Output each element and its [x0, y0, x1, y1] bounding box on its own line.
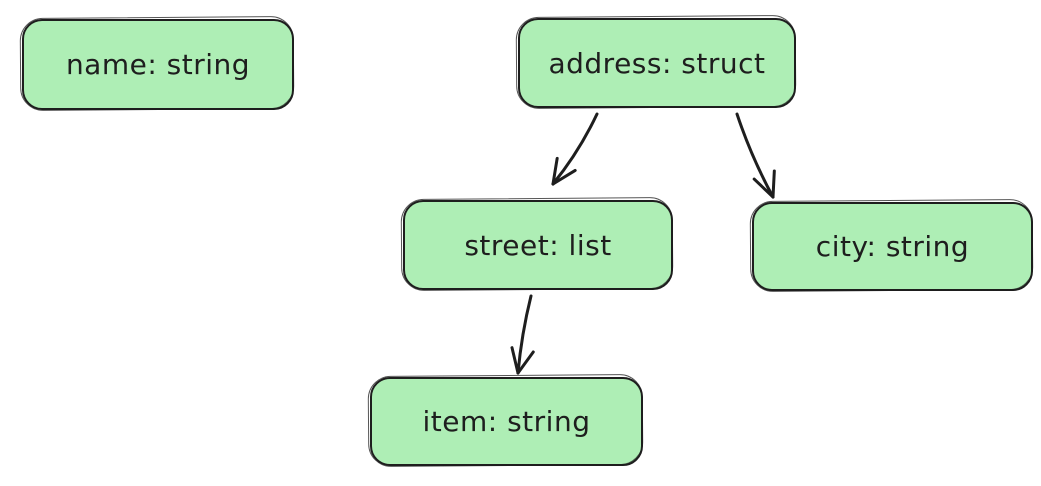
node-name-string[interactable]: name: string	[22, 19, 294, 110]
edge-street-to-item[interactable]	[510, 294, 535, 375]
edge-address-to-street[interactable]	[551, 112, 599, 186]
edge-address-to-city[interactable]	[735, 112, 776, 199]
node-item-string[interactable]: item: string	[370, 377, 643, 466]
node-address-struct[interactable]: address: struct	[518, 18, 796, 108]
node-label: item: string	[422, 405, 591, 438]
node-label: address: struct	[548, 46, 766, 80]
node-label: name: string	[65, 48, 251, 81]
node-label: city: string	[815, 230, 970, 263]
node-label: street: list	[464, 228, 612, 262]
node-street-list[interactable]: street: list	[403, 200, 673, 290]
node-city-string[interactable]: city: string	[752, 202, 1033, 291]
